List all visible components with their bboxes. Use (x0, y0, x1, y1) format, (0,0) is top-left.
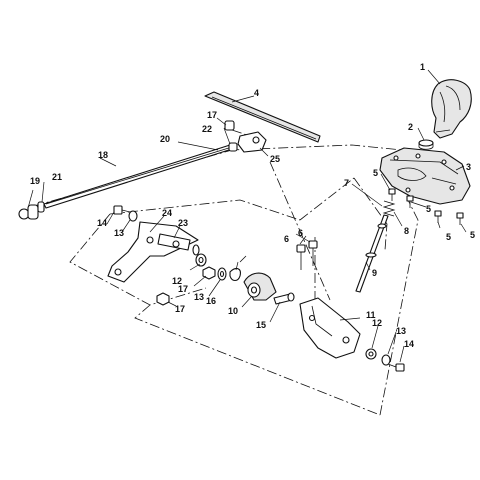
screw-5d (456, 212, 464, 225)
callout-2: 2 (408, 122, 413, 132)
callout-14b: 14 (404, 339, 414, 349)
washer-13b (217, 267, 227, 281)
callout-8: 8 (404, 226, 409, 236)
callout-17a: 17 (207, 110, 217, 120)
callout-22: 22 (202, 124, 212, 134)
bolt-6b (308, 240, 318, 266)
callout-13b: 13 (194, 292, 204, 302)
callout-17b: 17 (178, 284, 188, 294)
callout-18: 18 (98, 150, 108, 160)
callout-6b: 6 (298, 228, 303, 238)
callout-6a: 6 (284, 234, 289, 244)
screw-5b (406, 195, 414, 208)
callout-10: 10 (228, 306, 238, 316)
adjuster-25 (237, 131, 267, 153)
callout-16: 16 (206, 296, 216, 306)
callout-17c: 17 (175, 304, 185, 314)
screw-5c (434, 210, 442, 223)
callout-13a: 13 (114, 228, 124, 238)
washer-13a (128, 210, 138, 222)
shift-arm-10 (243, 272, 277, 301)
shift-housing (379, 147, 471, 205)
callout-7: 7 (344, 178, 349, 188)
callout-14a: 14 (97, 218, 107, 228)
pivot-pin-23 (157, 233, 200, 256)
callout-19: 19 (30, 176, 40, 186)
washer-12b (365, 348, 377, 360)
callout-23: 23 (178, 218, 188, 228)
callout-5c: 5 (446, 232, 451, 242)
bolt-6a (296, 244, 306, 270)
callout-labels: 1 2 3 4 5 5 5 5 6 6 7 8 9 10 11 12 12 13… (30, 62, 475, 349)
washer-13c (381, 354, 391, 366)
callout-24: 24 (162, 208, 172, 218)
nut-17c (156, 292, 170, 306)
callout-12a: 12 (172, 276, 182, 286)
assembly-lines (33, 129, 419, 416)
callout-12b: 12 (372, 318, 382, 328)
callout-20: 20 (160, 134, 170, 144)
leader-lines (27, 69, 467, 363)
cable-nut-21 (37, 201, 45, 213)
callout-4: 4 (254, 88, 259, 98)
spring (382, 200, 396, 217)
cable-boot (204, 91, 321, 143)
pivot-pin-15 (273, 292, 295, 305)
mount-bracket-11 (299, 297, 361, 359)
washer-12a (195, 253, 207, 267)
bolt-14b (387, 363, 405, 372)
callout-15: 15 (256, 320, 266, 330)
shift-knob (431, 79, 472, 139)
callout-3: 3 (466, 162, 471, 172)
shift-lever-rod (355, 214, 389, 293)
bolt-14a (113, 205, 131, 215)
callout-9: 9 (372, 268, 377, 278)
callout-5a: 5 (373, 168, 378, 178)
callout-11: 11 (366, 310, 376, 320)
callout-21: 21 (52, 172, 62, 182)
nut-17-top (224, 120, 235, 131)
knob-collar (418, 139, 434, 150)
shift-cable-rod (43, 144, 233, 209)
callout-5d: 5 (470, 230, 475, 240)
screw-5a (388, 188, 396, 201)
callout-13c: 13 (396, 326, 406, 336)
callout-25: 25 (270, 154, 280, 164)
nut-22 (228, 142, 238, 152)
callout-5b: 5 (426, 204, 431, 214)
clip-16 (229, 255, 247, 282)
callout-1: 1 (420, 62, 425, 72)
cable-end-19 (18, 204, 39, 220)
